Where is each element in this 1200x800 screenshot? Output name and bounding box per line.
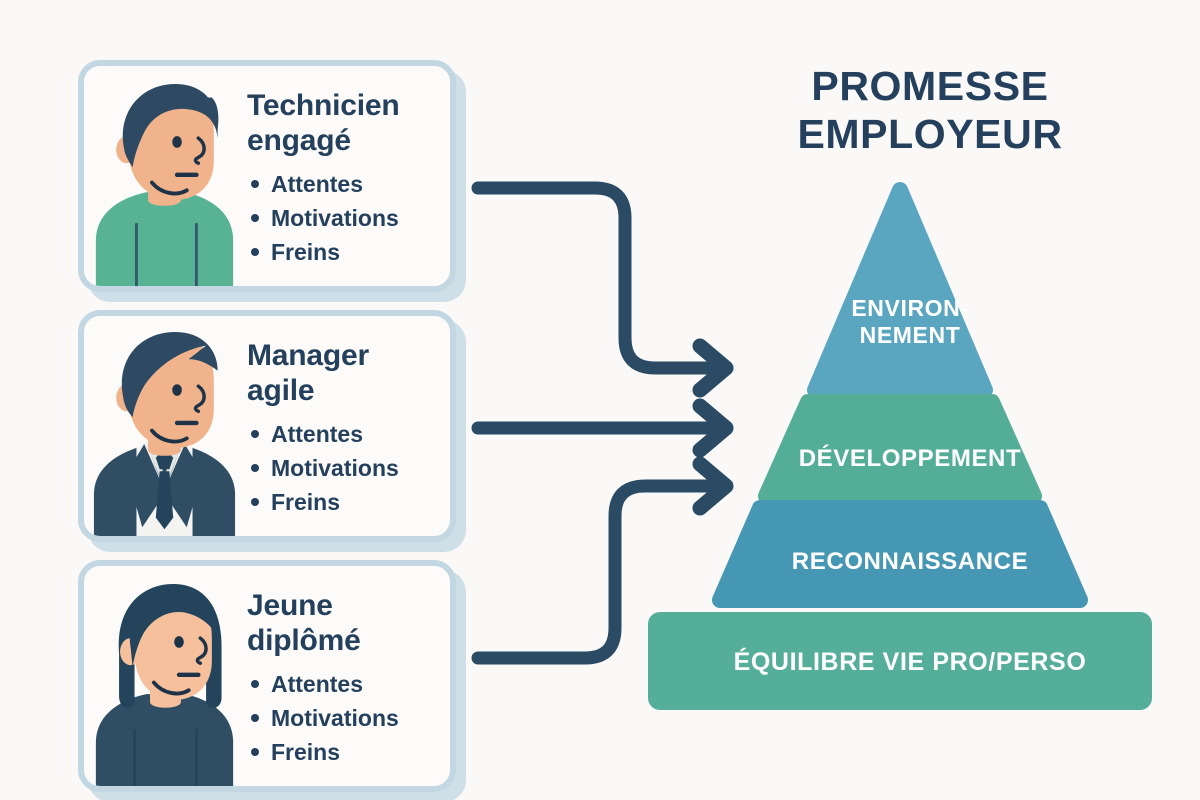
- persona-card-content: Jeune diplômé Attentes Motivations Frein…: [84, 566, 450, 786]
- pyramid-level-reconnaissance-label: RECONNAISSANCE: [791, 548, 1029, 575]
- bullet-label: Freins: [271, 738, 341, 765]
- persona-title: Jeune diplômé: [247, 589, 361, 658]
- persona-card-technicien[interactable]: Technicien engagé Attentes Motivations F…: [78, 60, 456, 292]
- list-item: Attentes: [247, 167, 440, 201]
- bullet-label: Attentes: [271, 170, 364, 197]
- bullet-dot-icon: [251, 679, 259, 688]
- pyramid-level-equilibre-shape[interactable]: [648, 612, 1152, 710]
- persona-card-content: Technicien engagé Attentes Motivations F…: [84, 66, 450, 286]
- bullet-dot-icon: [251, 429, 259, 438]
- persona-text-block: Manager agile Attentes Motivations Frein…: [239, 316, 450, 536]
- male-manager-suit-avatar-icon: [93, 332, 236, 536]
- bullet-label: Attentes: [271, 420, 364, 447]
- bullet-dot-icon: [251, 497, 259, 506]
- avatar-manager: [84, 316, 239, 536]
- pyramid-level-environnement-shape[interactable]: [807, 182, 993, 398]
- pyramid-shapes: [648, 182, 1152, 710]
- persona-text-block: Jeune diplômé Attentes Motivations Frein…: [239, 566, 450, 786]
- list-item: Motivations: [247, 451, 440, 485]
- bullet-dot-icon: [251, 713, 259, 722]
- pyramid-level-environnement-label: ENVIRON- NEMENT: [851, 295, 969, 348]
- pyramid-level-equilibre-label: ÉQUILIBRE VIE PRO/PERSO: [733, 648, 1087, 676]
- pyramid-level-developpement-label: DÉVELOPPEMENT: [798, 445, 1022, 472]
- persona-title: Technicien engagé: [247, 89, 400, 158]
- bullet-dot-icon: [251, 463, 259, 472]
- persona-bullet-list: Attentes Motivations Freins: [247, 167, 440, 269]
- pyramid-chart: ENVIRON- NEMENT DÉVELOPPEMENT RECONNAISS…: [620, 180, 1180, 725]
- avatar-jeune-diplome: [84, 566, 239, 786]
- persona-card-manager[interactable]: Manager agile Attentes Motivations Frein…: [78, 310, 456, 542]
- page-title: PROMESSE EMPLOYEUR: [797, 63, 1063, 158]
- bullet-dot-icon: [251, 247, 259, 256]
- bullet-label: Motivations: [271, 454, 399, 481]
- list-item: Freins: [247, 735, 440, 769]
- persona-bullet-list: Attentes Motivations Freins: [247, 417, 440, 519]
- male-technician-avatar-icon: [95, 83, 234, 286]
- persona-title: Manager agile: [247, 339, 369, 408]
- female-graduate-avatar-icon: [95, 583, 234, 786]
- avatar-technicien: [84, 66, 239, 286]
- persona-card-jeune-diplome[interactable]: Jeune diplômé Attentes Motivations Frein…: [78, 560, 456, 792]
- bullet-label: Freins: [271, 488, 341, 515]
- bullet-label: Freins: [271, 238, 341, 265]
- pyramid-level-developpement-shape[interactable]: [758, 394, 1042, 504]
- list-item: Motivations: [247, 701, 440, 735]
- persona-text-block: Technicien engagé Attentes Motivations F…: [239, 66, 450, 286]
- bullet-dot-icon: [251, 179, 259, 188]
- persona-bullet-list: Attentes Motivations Freins: [247, 667, 440, 769]
- bullet-dot-icon: [251, 213, 259, 222]
- list-item: Freins: [247, 485, 440, 519]
- list-item: Attentes: [247, 417, 440, 451]
- persona-card-content: Manager agile Attentes Motivations Frein…: [84, 316, 450, 536]
- bullet-dot-icon: [251, 747, 259, 756]
- bullet-label: Motivations: [271, 704, 399, 731]
- list-item: Attentes: [247, 667, 440, 701]
- list-item: Motivations: [247, 201, 440, 235]
- bullet-label: Attentes: [271, 670, 364, 697]
- pyramid-level-reconnaissance-shape[interactable]: [712, 500, 1088, 608]
- bullet-label: Motivations: [271, 204, 399, 231]
- list-item: Freins: [247, 235, 440, 269]
